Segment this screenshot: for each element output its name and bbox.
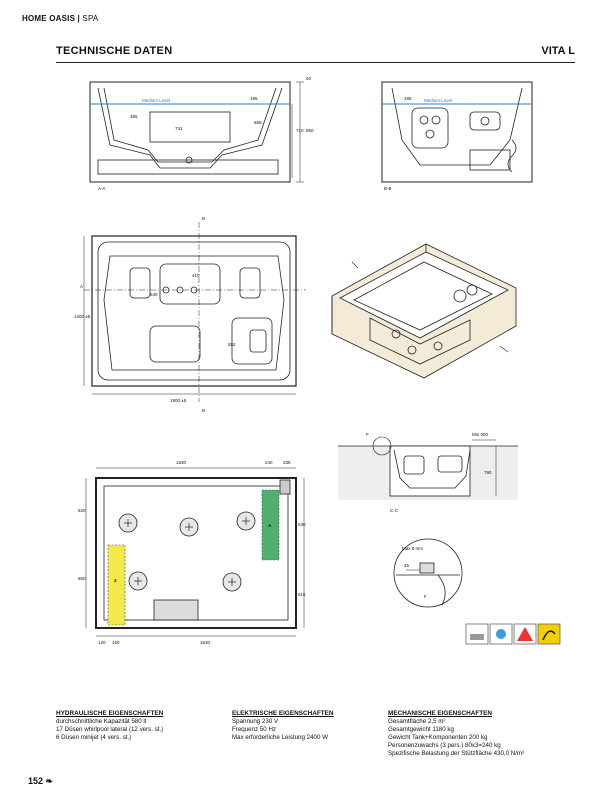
spec-line: Max erforderliche Leistung 2400 W	[232, 734, 328, 741]
aa-dim-355: 355	[130, 114, 138, 119]
fp-dim-top-1: 1530	[176, 460, 187, 465]
brand-header: HOME OASIS | SPA	[22, 14, 99, 23]
aa-dim-658: 658	[254, 120, 262, 125]
section-name: SPA	[82, 14, 99, 23]
fp-dim-left-1: 620	[78, 508, 86, 513]
aa-dim-850: 850	[306, 128, 314, 133]
top-inner-h: 552	[228, 342, 236, 347]
section-bb-drawing	[381, 81, 533, 183]
icon-strip	[465, 623, 561, 645]
spec-heading: HYDRAULISCHE EIGENSCHAFTEN	[56, 710, 164, 717]
page-title: TECHNISCHE DATEN	[56, 45, 173, 57]
page-number: 152 ❧	[28, 776, 54, 786]
spec-line: Frequenz 50 Hz	[232, 726, 277, 733]
aa-dim-40: 40	[306, 76, 312, 81]
spec-mechanical: MECHANISCHE EIGENSCHAFTEN Gesamtfläche 2…	[388, 710, 524, 758]
zone-a-label: A	[268, 523, 272, 528]
spec-line: Personenzuwachs (3 pers.) 80x3=240 kg	[388, 742, 501, 749]
top-seat: 540	[150, 292, 158, 297]
cc-detail: F	[366, 432, 369, 437]
spec-line: 6 Düsen minijet (4 vers. st.)	[56, 734, 132, 741]
aa-dim-185: 185	[250, 96, 258, 101]
spec-line: Gesamtfläche 2,5 m²	[388, 718, 446, 725]
fp-dim-bot-1: 120	[98, 640, 106, 645]
fp-dim-right-1: 630	[298, 522, 306, 527]
top-width: 1900 ±5	[170, 398, 187, 403]
section-aa-drawing	[89, 81, 304, 183]
f-val: 45	[404, 563, 410, 568]
floor-plan-drawing	[85, 467, 305, 637]
brand-name: HOME OASIS	[22, 14, 76, 23]
f-tag: F	[424, 594, 427, 599]
fp-dim-top-2: 240	[265, 460, 273, 465]
bb-tag: B-B	[384, 186, 392, 191]
fp-dim-bot-2: 160	[112, 640, 120, 645]
top-marker-a: A	[80, 284, 83, 289]
spec-line: durchschnittliche Kapazität 580 lt	[56, 718, 147, 725]
fp-dim-bot-3: 1530	[200, 640, 211, 645]
bb-dim-185: 185	[404, 96, 412, 101]
top-height: 1400 ±5	[74, 314, 91, 319]
top-view-drawing	[83, 222, 306, 402]
top-marker-b: B	[202, 216, 205, 221]
model-name: VITA L	[541, 45, 575, 57]
top-marker-b2: B	[202, 408, 205, 413]
spec-hydraulic: HYDRAULISCHE EIGENSCHAFTEN durchschnittl…	[56, 710, 163, 742]
fp-dim-right-2: 615	[298, 592, 306, 597]
logo-icon: ❧	[43, 776, 54, 786]
f-max: Max 8 mm	[402, 546, 423, 551]
certification-icon	[537, 623, 561, 645]
spec-line: Gesamtgewicht 1180 kg	[388, 726, 454, 733]
spec-line: Gewicht Tank+Komponenten 200 kg	[388, 734, 488, 741]
aa-dim-710: 710	[296, 128, 304, 133]
detail-f-drawing	[393, 538, 463, 608]
zone-3-label: 3	[114, 578, 117, 583]
aa-water-label: Medium Level	[142, 98, 170, 103]
aa-dim-741: 741	[175, 126, 183, 131]
cc-tag: C-C	[390, 508, 399, 513]
aa-tag: A-A	[98, 186, 106, 191]
spec-electric: ELEKTRISCHE EIGENSCHAFTEN Spannung 230 V…	[232, 710, 334, 742]
bb-water-label: Medium Level	[424, 98, 452, 103]
top-inner-w: 410	[192, 273, 200, 278]
spec-heading: MECHANISCHE EIGENSCHAFTEN	[388, 710, 493, 717]
cc-height: 790	[484, 470, 492, 475]
spec-line: Spezifische Belastung der Stützfläche 43…	[388, 750, 525, 757]
section-cc-drawing	[338, 436, 518, 500]
isometric-drawing	[331, 243, 517, 379]
fp-dim-left-2: 660	[78, 576, 86, 581]
fp-dim-top-3: 335	[283, 460, 291, 465]
title-rule	[56, 62, 575, 63]
spec-heading: ELEKTRISCHE EIGENSCHAFTEN	[232, 710, 334, 717]
cc-min: Min 500	[472, 432, 489, 437]
spec-line: Spannung 230 V	[232, 718, 279, 725]
spec-line: 17 Düsen whirlpool lateral (12 vers. st.…	[56, 726, 164, 733]
